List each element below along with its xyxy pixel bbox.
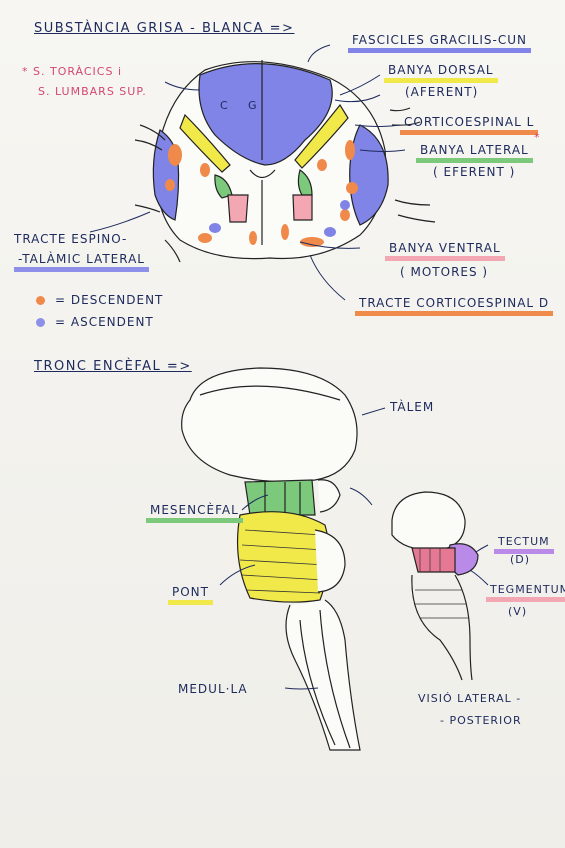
label-tectum-sub: (D) xyxy=(510,553,531,566)
label-corticoespinal-d: TRACTE CORTICOESPINAL D xyxy=(355,297,554,316)
label-view-line-2: - POSTERIOR xyxy=(440,714,522,727)
dorsal-columns-blue xyxy=(198,63,333,166)
label-tegmentum-sub: (V) xyxy=(508,605,528,618)
bottom-leader-lines xyxy=(219,407,489,690)
pons-yellow xyxy=(236,511,330,603)
section-title-brainstem: TRONC ENCÈFAL => xyxy=(34,359,192,374)
lateral-horn-left-green xyxy=(214,174,233,199)
top-leader-lines xyxy=(89,44,406,301)
inner-letter-2: G xyxy=(248,99,258,112)
label-motores: ( MOTORES ) xyxy=(400,265,489,279)
note-line-2: S. LUMBARS SUP. xyxy=(38,85,147,98)
label-tectum: TECTUM xyxy=(494,536,554,554)
label-banya-dorsal: BANYA DORSAL xyxy=(384,64,498,83)
thalamus-shape xyxy=(181,367,358,483)
label-view-line-1: VISIÓ LATERAL - xyxy=(418,692,522,705)
legend-descendent: = DESCENDENT xyxy=(36,294,163,306)
label-pont: PONT xyxy=(168,586,213,605)
spinal-cord-section xyxy=(134,60,436,263)
label-mesencefal: MESENCÈFAL xyxy=(146,504,243,523)
label-medulla: MEDUL·LA xyxy=(178,682,248,696)
descending-tract-spots xyxy=(165,140,358,247)
asterisk-mark: * xyxy=(534,131,541,144)
label-tegmentum: TEGMENTUM xyxy=(486,584,565,602)
mesencephalon-green xyxy=(244,479,316,516)
label-banya-lateral: BANYA LATERAL xyxy=(416,144,533,163)
label-eferent: ( EFERENT ) xyxy=(433,165,516,179)
label-tracte-espino-1: TRACTE ESPINO- xyxy=(14,232,128,246)
section-title-grey-white: SUBSTÀNCIA GRISA - BLANCA => xyxy=(34,21,295,36)
legend-orange-dot-icon xyxy=(36,296,45,305)
label-tracte-espino-2: -TALÀMIC LATERAL xyxy=(14,253,149,272)
label-banya-ventral: BANYA VENTRAL xyxy=(385,242,505,261)
label-aferent: (AFERENT) xyxy=(405,85,479,99)
tegmentum-pink xyxy=(411,547,456,573)
dorsal-horn-left-yellow xyxy=(179,113,231,173)
ventral-horn-left-pink xyxy=(227,194,249,223)
inner-letter-1: C xyxy=(220,99,229,112)
dorsal-horn-right-yellow xyxy=(294,103,349,169)
brainstem-drawing xyxy=(181,367,361,751)
ventral-horn-right-pink xyxy=(292,194,313,221)
note-line-1: * S. TORÀCICS i xyxy=(22,65,123,78)
label-corticoespinal-l: CORTICOESPINAL L xyxy=(400,116,539,135)
legend-ascendent: = ASCENDENT xyxy=(36,316,154,328)
medulla-shape xyxy=(285,599,361,751)
small-brainstem-view xyxy=(391,491,479,681)
legend-blue-dot-icon xyxy=(36,318,45,327)
label-talem: TÀLEM xyxy=(390,400,435,414)
label-fascicles-gracilis: FASCICLES GRACILIS-CUN xyxy=(348,34,531,53)
